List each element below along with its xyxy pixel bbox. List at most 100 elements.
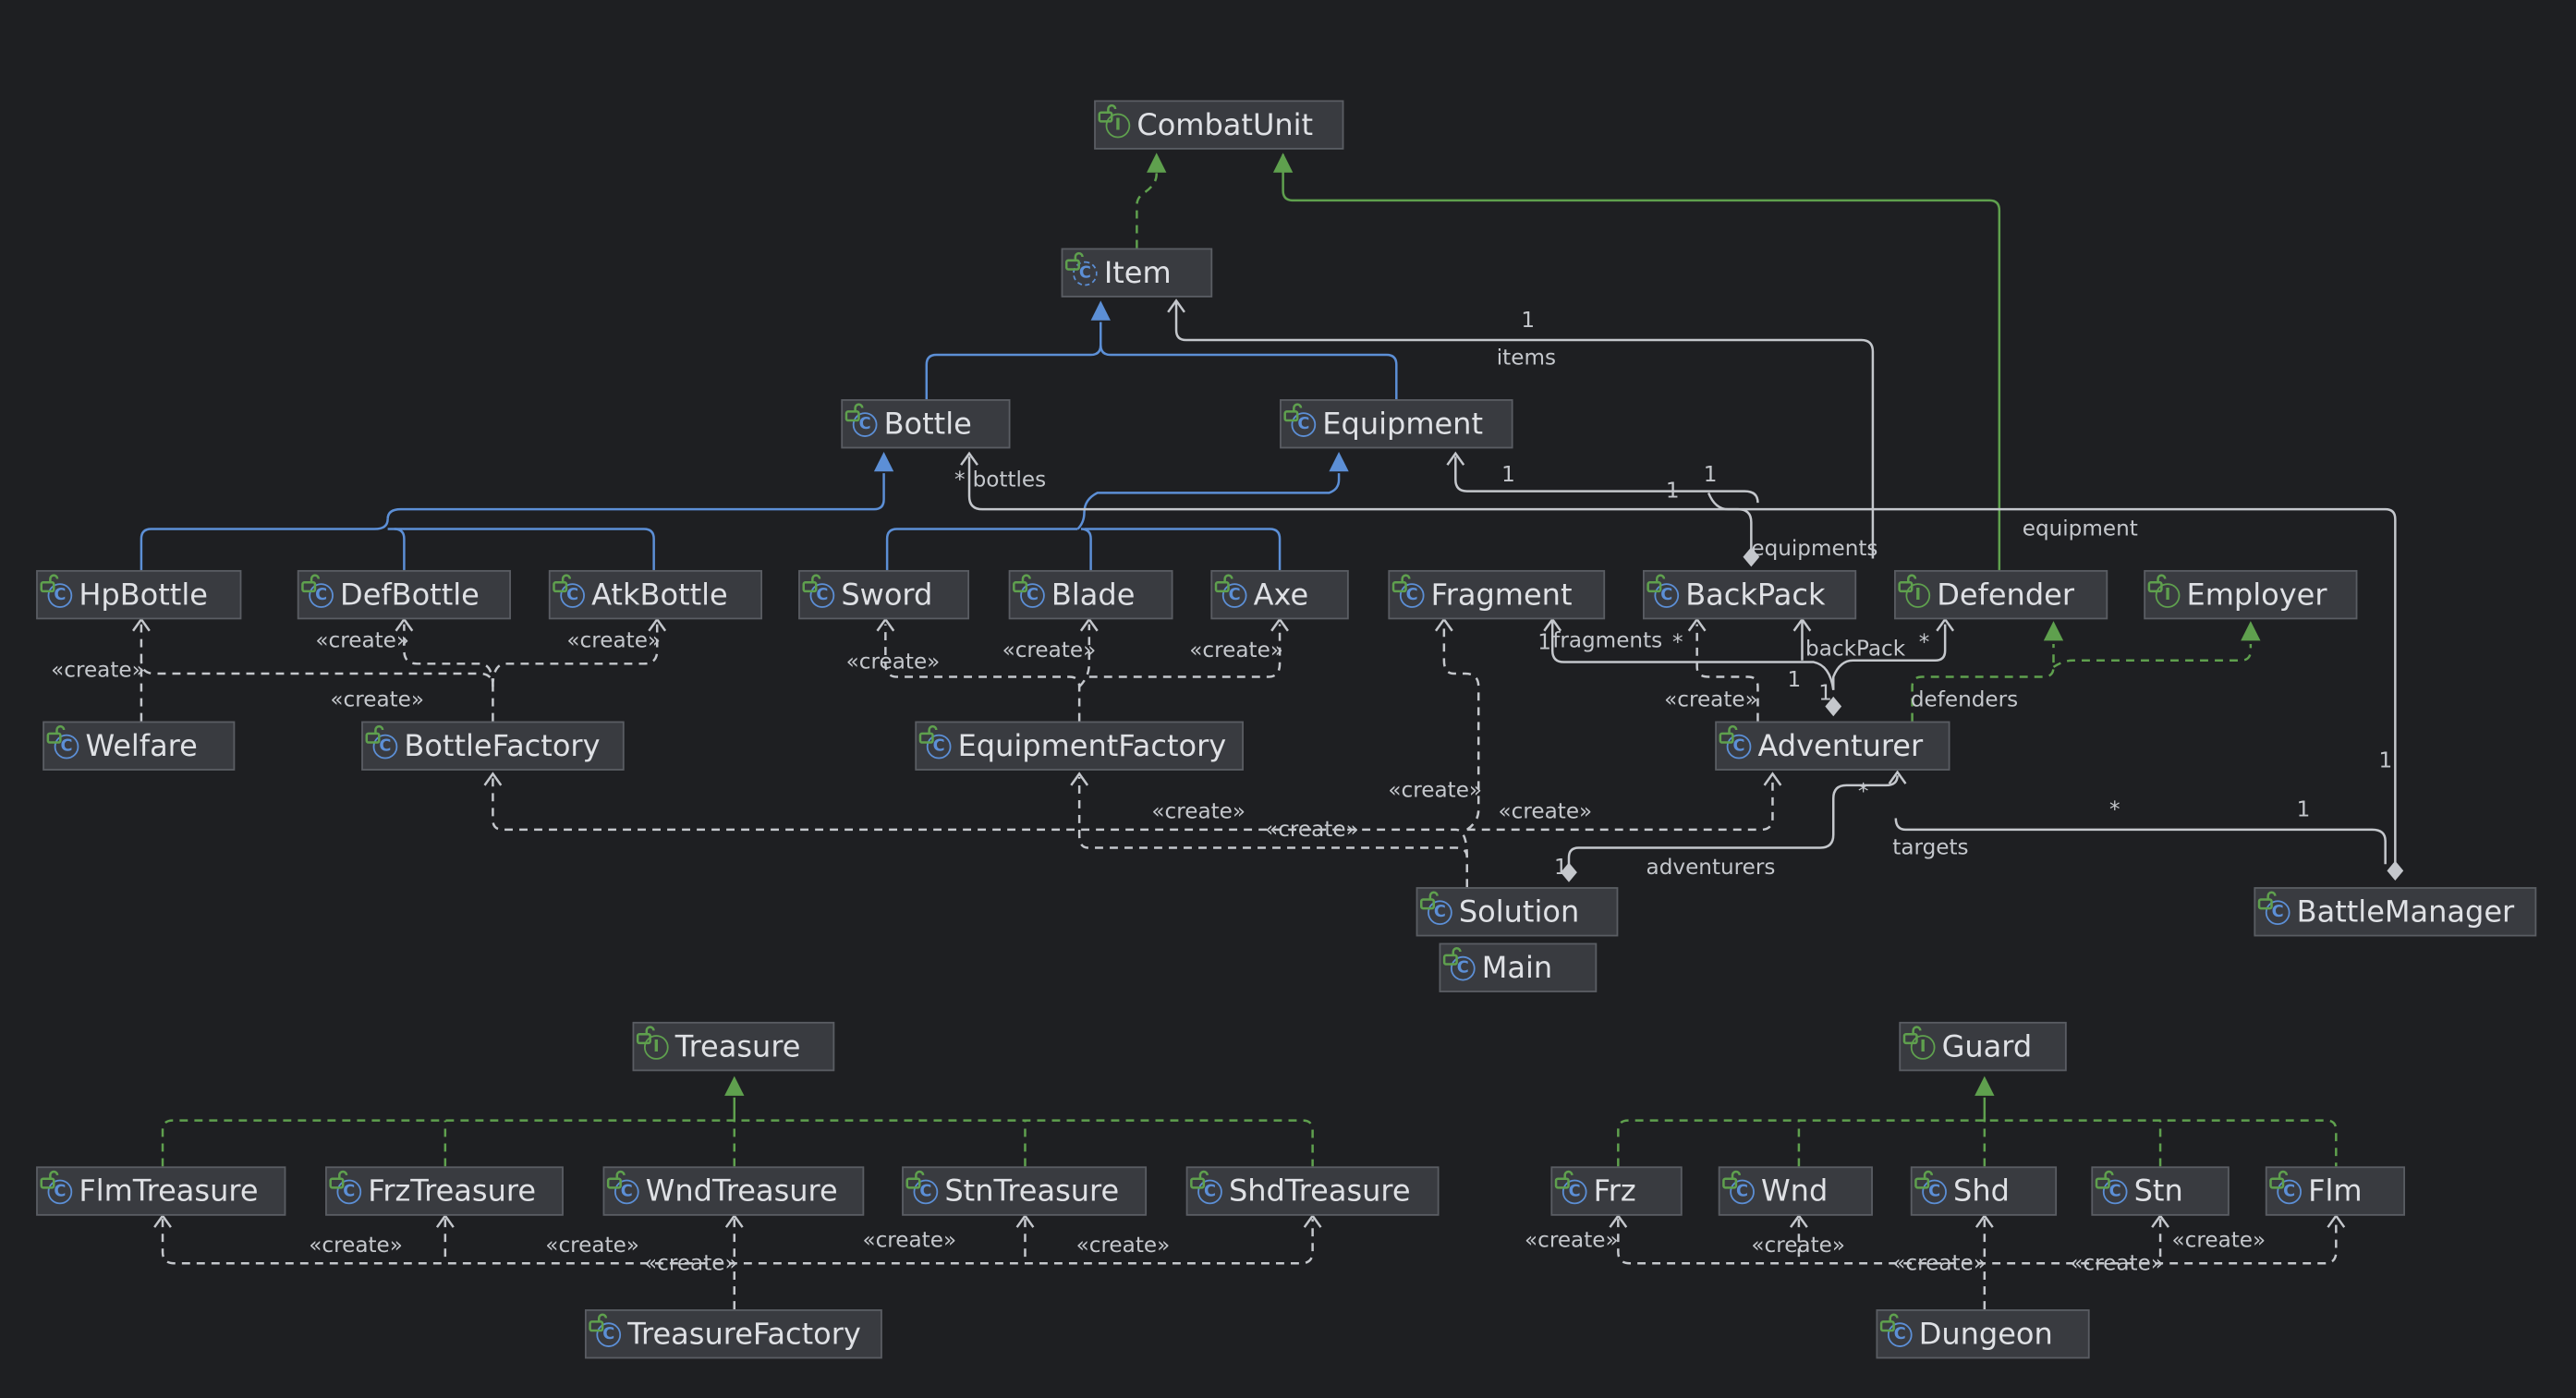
arrow-head (724, 1213, 744, 1228)
public-visibility-icon (1902, 1026, 1922, 1045)
create-stereotype-label: «create» (51, 658, 145, 684)
create-stereotype-label: «create» (2070, 1251, 2164, 1277)
node-label: Dungeon (1918, 1317, 2053, 1352)
node-label: Item (1103, 255, 1172, 290)
create-stereotype-label: «create» (1524, 1228, 1619, 1254)
public-visibility-icon (46, 724, 66, 744)
create-stereotype-label: «create» (1498, 799, 1593, 825)
class-icon: C (1561, 1178, 1587, 1204)
interface-icon: I (643, 1034, 669, 1059)
arrow-head (1687, 617, 1707, 632)
arrow-head (648, 617, 667, 632)
class-icon: C (1197, 1178, 1222, 1204)
extends-trunk-bottle (386, 473, 885, 519)
node-label: Defender (1937, 577, 2075, 613)
create-bus-treasurefactory (161, 1219, 1314, 1265)
class-icon: C (1399, 582, 1425, 607)
public-visibility-icon (918, 724, 938, 744)
public-visibility-icon (2147, 574, 2167, 593)
class-icon: C (926, 733, 952, 759)
class-icon: C (1450, 954, 1476, 980)
public-visibility-icon (1898, 574, 1917, 593)
public-visibility-icon (844, 403, 864, 422)
node-label: Bottle (883, 407, 972, 442)
association-bottles (967, 456, 1753, 553)
node-label: Sword (841, 577, 933, 613)
public-visibility-icon (1064, 251, 1084, 271)
interface-icon: I (1910, 1034, 1936, 1059)
multiplicity-many: * (954, 468, 966, 493)
extends-edge-axe (1084, 528, 1282, 570)
public-visibility-icon (1646, 574, 1666, 593)
arrow-head (1167, 298, 1185, 313)
node-label: FrzTreasure (368, 1173, 537, 1209)
node-label: Main (1481, 950, 1553, 985)
public-visibility-icon (40, 574, 59, 593)
multiplicity-one: 1 (1665, 480, 1680, 504)
multiplicity-one: 1 (2378, 748, 2393, 774)
multiplicity-many: * (1672, 630, 1683, 656)
realization-arrow (2241, 621, 2261, 641)
realization-edge-item (1136, 154, 1158, 249)
node-label: Blade (1051, 577, 1136, 613)
node-label: Equipment (1322, 407, 1484, 442)
abstract-class-icon: C (1073, 260, 1098, 286)
arrow-head (1079, 617, 1099, 632)
arrow-head (1446, 451, 1465, 466)
extends-edge-hpbottle (140, 518, 389, 570)
create-stereotype-label: «create» (1892, 1251, 1987, 1277)
public-visibility-icon (1190, 1170, 1209, 1189)
node-label: DefBottle (340, 577, 480, 613)
create-edge-ef-axe (1088, 624, 1282, 678)
class-icon: C (336, 1178, 362, 1204)
create-stereotype-label: «create» (2171, 1228, 2266, 1254)
class-icon: C (309, 582, 334, 607)
node-label: CombatUnit (1136, 107, 1314, 142)
edge-label-items: items (1496, 346, 1557, 371)
class-icon: C (1654, 582, 1680, 607)
public-visibility-icon (365, 724, 384, 744)
node-label: WndTreasure (645, 1173, 838, 1209)
public-visibility-icon (2269, 1170, 2289, 1189)
node-label: Fragment (1430, 577, 1573, 613)
extends-trunk-equipment (1076, 473, 1341, 530)
node-label: Welfare (85, 728, 198, 763)
association-items (1174, 302, 1875, 559)
extends-edge-bottle (925, 322, 1102, 400)
